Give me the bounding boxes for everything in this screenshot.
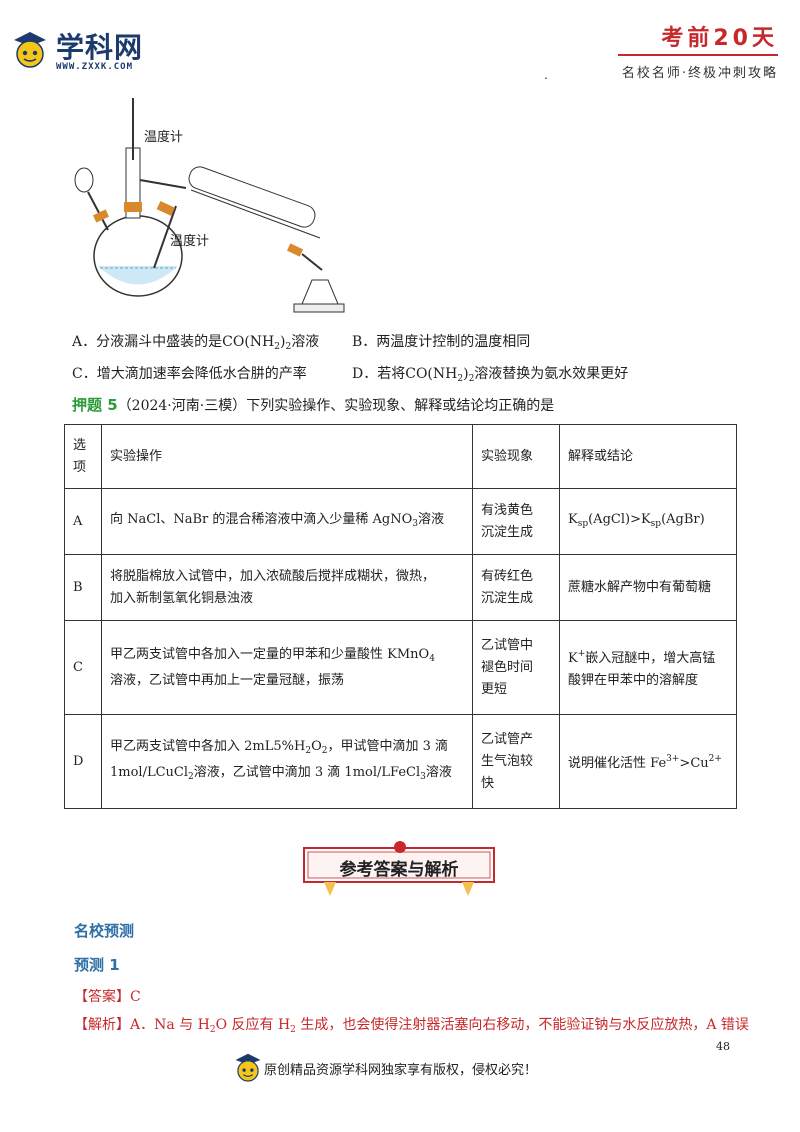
row-option: D [64, 714, 102, 809]
answer-banner: 参考答案与解析 [300, 840, 498, 896]
row-conclusion: K+嵌入冠醚中，增大高锰酸钾在甲苯中的溶解度 [559, 620, 737, 715]
copyright-notice: 原创精品资源学科网独家享有版权，侵权必究！ [264, 1063, 538, 1078]
site-logo: 学科网 WWW.ZXXK.COM [12, 24, 172, 76]
header-operation: 实验操作 [101, 424, 473, 489]
row-conclusion: Ksp(AgCl)>Ksp(AgBr) [559, 488, 737, 555]
row-phenomenon: 有砖红色 沉淀生成 [472, 554, 560, 621]
mascot-icon [235, 1053, 261, 1082]
row-conclusion: 说明催化活性 Fe3+>Cu2+ [559, 714, 737, 809]
row-phenomenon: 有浅黄色 沉淀生成 [472, 488, 560, 555]
header-conclusion: 解释或结论 [559, 424, 737, 489]
option-c: C．增大滴加速率会降低水合肼的产率 [72, 366, 307, 382]
analysis-text: 【解析】A．Na 与 H2O 反应有 H2 生成，也会使得注射器活塞向右移动，不… [74, 1017, 749, 1035]
sub-heading: 预测 1 [74, 956, 120, 974]
header-phenomenon: 实验现象 [472, 424, 560, 489]
row-option: A [64, 488, 102, 555]
table-row: D 甲乙两支试管中各加入 2mL5%H2O2，甲试管中滴加 3 滴 1mol/L… [64, 714, 737, 809]
row-operation: 将脱脂棉放入试管中，加入浓硫酸后搅拌成糊状，微热，加入新制氢氧化铜悬浊液 [101, 554, 473, 621]
badge-title: 考前20天 [661, 26, 778, 51]
badge-divider [618, 54, 778, 56]
banner-title: 参考答案与解析 [339, 860, 459, 880]
thermometer-label-side: 温度计 [170, 234, 210, 249]
question-text: （2024·河南·三模）下列实验操作、实验现象、解释或结论均正确的是 [117, 398, 555, 414]
experiment-table: 选 项 实验操作 实验现象 解释或结论 A 向 NaCl、NaBr 的混合稀溶液… [64, 424, 737, 809]
answer-label: 【答案】C [74, 989, 141, 1005]
copyright-footer: 原创精品资源学科网独家享有版权，侵权必究！ [234, 1050, 564, 1086]
table-header-row: 选 项 实验操作 实验现象 解释或结论 [64, 424, 737, 489]
row-option: C [64, 620, 102, 715]
thermometer-label-top: 温度计 [144, 130, 184, 145]
question-5-stem: 押题 5（2024·河南·三模）下列实验操作、实验现象、解释或结论均正确的是 [72, 394, 554, 415]
option-a: A．分液漏斗中盛装的是CO(NH2)2溶液 [72, 334, 320, 352]
row-phenomenon: 乙试管产 生气泡较 快 [472, 714, 560, 809]
question-tag: 押题 5 [72, 396, 118, 414]
row-conclusion: 蔗糖水解产物中有葡萄糖 [559, 554, 737, 621]
row-option: B [64, 554, 102, 621]
table-row: A 向 NaCl、NaBr 的混合稀溶液中滴入少量稀 AgNO3溶液 有浅黄色 … [64, 488, 737, 555]
row-phenomenon: 乙试管中 褪色时间 更短 [472, 620, 560, 715]
page-number: 48 [716, 1040, 730, 1053]
header-option: 选 项 [64, 424, 102, 489]
option-b: B．两温度计控制的温度相同 [352, 334, 531, 350]
exam-badge: 考前20天 名校名师·终极冲刺攻略 [618, 26, 778, 81]
badge-subtitle: 名校名师·终极冲刺攻略 [621, 66, 778, 81]
section-heading: 名校预测 [74, 922, 135, 940]
banner-frame-icon [303, 841, 495, 896]
mascot-icon [14, 32, 46, 68]
logo-name: 学科网 [56, 31, 144, 64]
row-operation: 甲乙两支试管中各加入 2mL5%H2O2，甲试管中滴加 3 滴 1mol/LCu… [101, 714, 473, 809]
table-row: B 将脱脂棉放入试管中，加入浓硫酸后搅拌成糊状，微热，加入新制氢氧化铜悬浊液 有… [64, 554, 737, 621]
option-d: D．若将CO(NH2)2溶液替换为氨水效果更好 [352, 366, 629, 384]
row-operation: 向 NaCl、NaBr 的混合稀溶液中滴入少量稀 AgNO3溶液 [101, 488, 473, 555]
stray-dot: . [544, 68, 548, 82]
distillation-apparatus-diagram [74, 98, 345, 313]
logo-url: WWW.ZXXK.COM [56, 62, 134, 72]
